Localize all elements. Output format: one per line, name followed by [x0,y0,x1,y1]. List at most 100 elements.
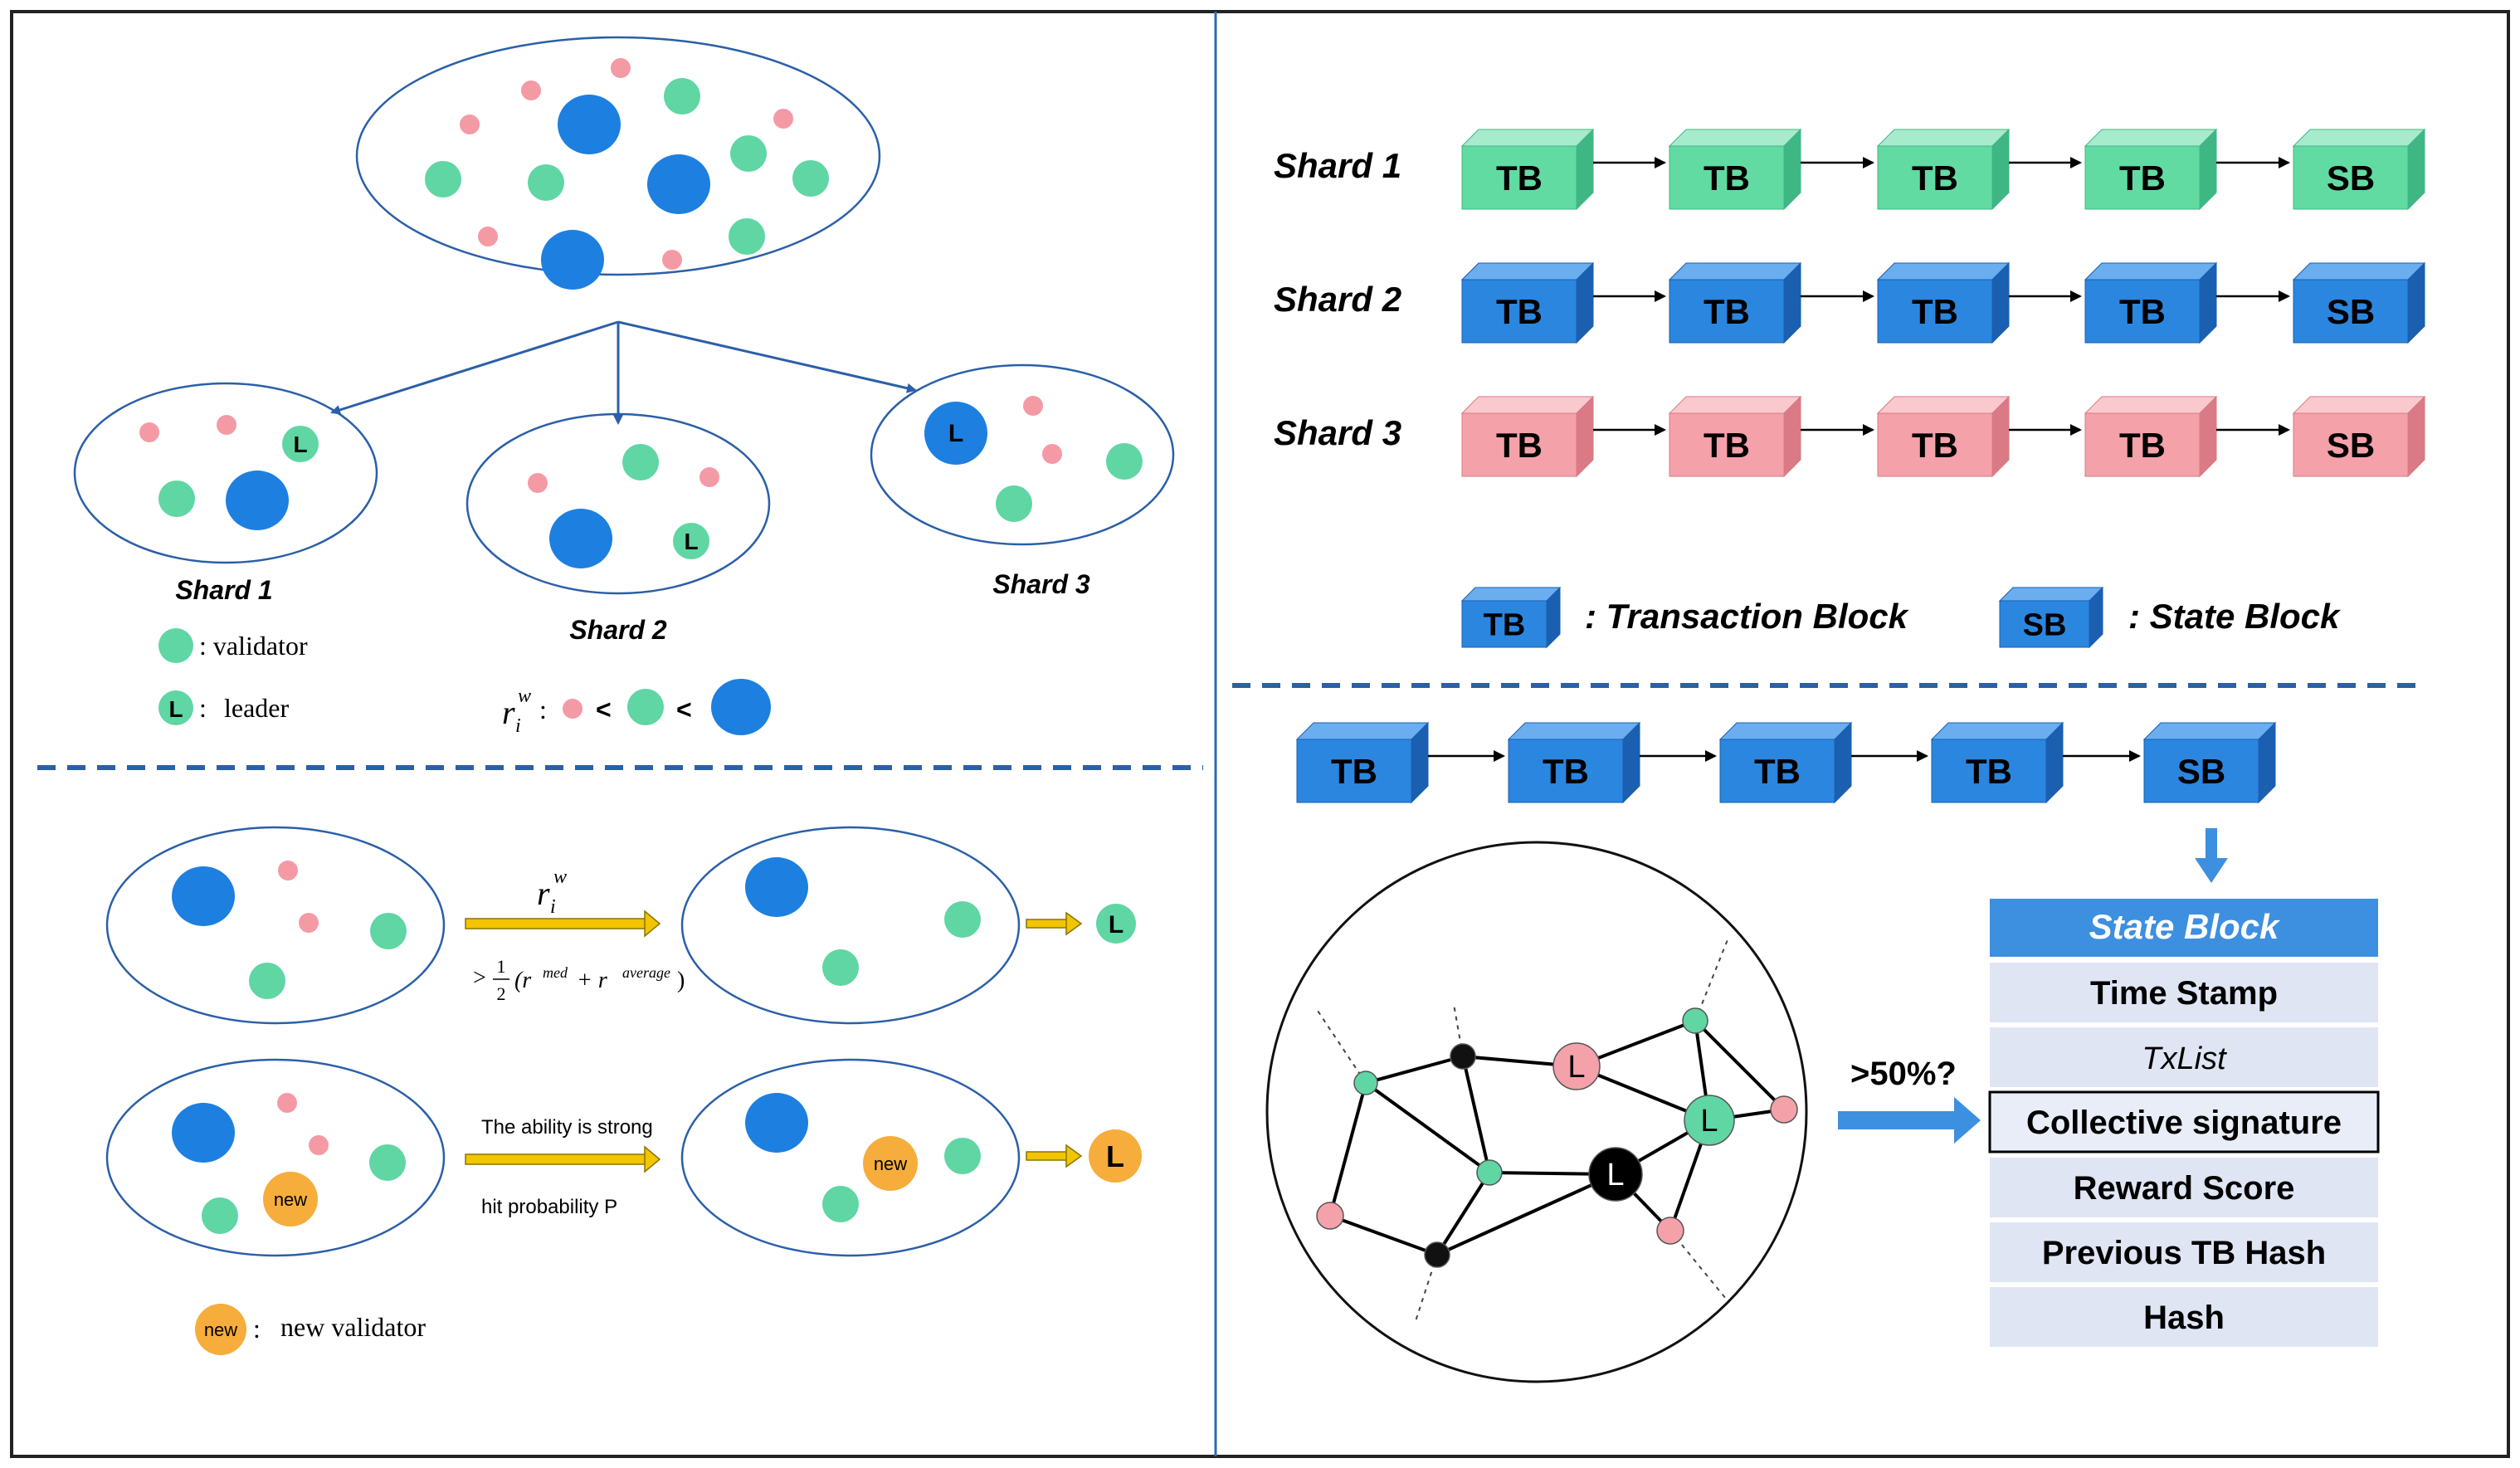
row2-yellow-arrow [465,1145,661,1173]
transition-node-11 [172,1103,235,1163]
legend-new-label: new [204,1319,237,1340]
pool-node-5 [478,227,498,246]
shard-3-block-3-label: TB [1912,426,1958,465]
shard-3-block-4-label: TB [2119,426,2166,465]
transition-node-13 [202,1197,238,1234]
validator-pool-nodes [425,58,829,290]
pool-node-11 [792,160,829,197]
shard-nodes: LLL [139,396,1143,568]
shard-1-block-4-label: TB [2119,159,2166,198]
shard-node-1 [139,422,159,442]
condition-numerator: 1 [497,956,506,977]
pool-node-7 [664,78,700,115]
shard-2-block-1-label: TB [1496,292,1543,331]
condition-denominator: 2 [497,983,506,1004]
shard-node-13-letter: L [948,420,963,447]
network-edge-13 [1329,1214,1438,1256]
pool-node-15 [541,230,604,290]
row1-arrow-symbol: r [537,875,550,912]
bottom-chain-block-4: TB [1930,721,2064,804]
shard-node-14 [1106,443,1143,480]
row2-arrow-top-text: The ability is strong [481,1116,653,1139]
row2-result-arrow [1026,1144,1083,1168]
shard-3-block-5-label: SB [2327,426,2375,465]
pool-node-12 [729,218,765,255]
row1-left-ellipse [105,826,446,1025]
transition-node-14 [745,1093,808,1153]
arrow-to-shard-3 [617,320,917,393]
legend-leader-text: leader [224,693,290,723]
shard-node-12 [1042,444,1062,464]
chain-label-shard-1: Shard 1 [1274,146,1401,185]
legend-new-circle [195,1304,246,1355]
condition-close: ) [677,968,685,993]
state-row-6: Hash [2143,1300,2225,1336]
legend-sb-box-label: SB [2023,608,2067,643]
sb-down-arrow [2195,828,2228,883]
network-external-link-4 [1669,1230,1727,1300]
legend-ordering-sub: i [515,715,521,737]
state-row-5: Previous TB Hash [2042,1235,2326,1271]
network-node-i [1316,1202,1344,1230]
transition-node-8 [822,949,859,986]
transition-node-3 [172,866,235,926]
shard-1-block-5: SB [2292,128,2426,211]
row1-result-leader [1096,904,1136,944]
legend-large-node [711,679,771,735]
shard-2-block-1: TB [1460,261,1595,344]
pool-node-1 [611,58,631,78]
shard-2-block-2: TB [1668,261,1802,344]
transition-node-9 [277,1093,297,1113]
consensus-network: LLL [1316,937,1798,1322]
network-external-link-2 [1694,937,1729,1022]
row2-right-new-node [863,1136,918,1191]
pool-node-6 [662,250,682,270]
pool-node-14 [647,154,710,214]
network-edge-12 [1328,1082,1367,1217]
shard-3-block-5: SB [2292,395,2426,478]
legend-medium-node [627,689,664,725]
shard-node-13 [924,402,987,465]
network-node-g [1476,1159,1503,1186]
shard-2-ellipse [465,412,771,595]
shard-node-5 [226,471,289,530]
legend-validator-text: : validator [199,631,308,661]
row2-left-new-node [263,1172,318,1227]
legend-small-node [563,699,582,719]
row2-right-ellipse [680,1058,1021,1257]
shard-1-block-1-label: TB [1496,159,1543,198]
network-node-c-letter: L [1567,1050,1585,1085]
shard-node-6 [528,473,548,493]
shard-2-block-2-label: TB [1704,292,1750,331]
network-node-c [1552,1042,1601,1090]
shard-node-11 [1023,396,1043,416]
network-node-d [1682,1007,1708,1034]
shard-2-block-3-label: TB [1912,292,1958,331]
condition-open: (r [514,968,531,993]
network-node-e-letter: L [1700,1104,1718,1139]
network-edge-17 [1435,1171,1491,1256]
pool-node-9 [528,164,564,201]
shard-1-block-2-label: TB [1704,159,1750,198]
row1-result-arrow [1026,911,1083,936]
shard-node-15 [996,485,1032,522]
legend-tb-box-label: TB [1484,608,1526,643]
shard-1-block-4: TB [2084,128,2218,211]
network-node-b [1450,1043,1476,1070]
shard-node-10-letter: L [684,529,698,554]
transition-node-2 [299,913,319,933]
network-external-link-1 [1317,1010,1367,1084]
row2-right-new-node-label: new [874,1153,907,1174]
network-node-j [1424,1241,1450,1268]
state-row-3-bg [1988,1090,2380,1153]
shard-3-block-2: TB [1668,395,1802,478]
row2-result-letter: L [1106,1139,1124,1173]
shard-2-block-5-label: SB [2327,292,2375,331]
transition-node-6 [745,857,808,917]
bottom-chain-block-3-label: TB [1754,752,1801,791]
